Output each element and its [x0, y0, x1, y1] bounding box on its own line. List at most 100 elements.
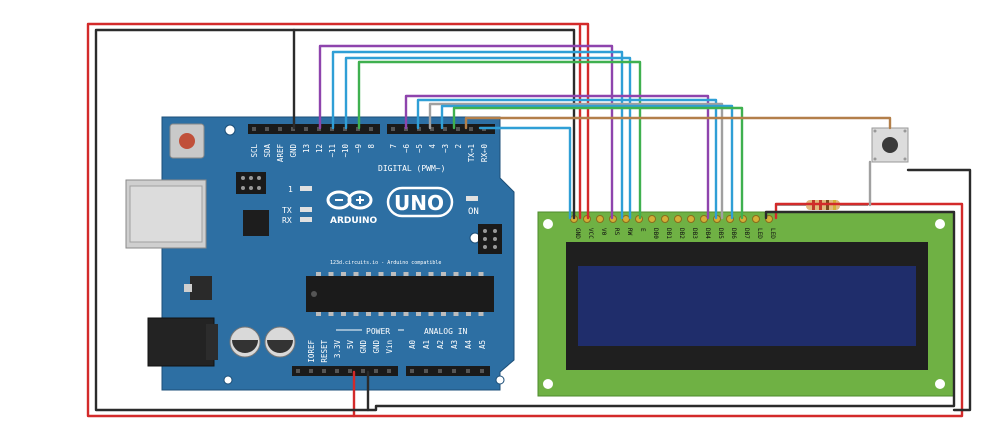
pin-label: 5V [346, 340, 355, 350]
wire-blue-tx [478, 126, 572, 220]
chip-pin [378, 312, 384, 316]
led-l [300, 186, 312, 191]
chip-pin [441, 312, 446, 316]
board-site-text: 123d.circuits.io - Arduino compatible [330, 260, 441, 266]
header-pin [296, 369, 300, 373]
lcd-pin-label: LED [756, 228, 763, 239]
voltage-regulator [190, 276, 212, 300]
led-rx-label: RX [282, 216, 292, 225]
lcd-mounting-hole [543, 379, 553, 389]
header-pin [278, 127, 282, 131]
header-body [406, 366, 490, 376]
pin-label: A0 [408, 340, 417, 350]
icsp-header-right [478, 224, 502, 254]
lcd-pin-label: DB6 [730, 228, 737, 239]
wires [86, 22, 972, 418]
header-pin [417, 127, 421, 131]
lcd-pin-label: V0 [600, 228, 607, 236]
lcd-pin-label: LED [769, 228, 776, 239]
wire-red-5v-lcd [352, 202, 964, 418]
header-pin [410, 369, 414, 373]
mounting-hole [495, 375, 505, 385]
lcd-pin-label: DB0 [652, 228, 659, 239]
pin-label: 12 [315, 144, 324, 153]
pin-label: A4 [464, 340, 473, 350]
uno-model: UNO [394, 191, 444, 215]
chip-pin [353, 272, 359, 276]
chip-pin [316, 272, 321, 276]
chip-pin [453, 272, 459, 276]
chip-pin [391, 272, 396, 276]
header-pin [309, 369, 313, 373]
pin-label: 8 [367, 144, 376, 149]
chip-pin [403, 272, 409, 276]
header-pin [252, 127, 256, 131]
lcd-pin-label: E [639, 228, 646, 232]
lcd-mounting-hole [543, 219, 553, 229]
arduino-logo-icon [326, 190, 373, 210]
wire-black-gnd-lcd [366, 210, 956, 412]
chip-pin [478, 312, 484, 316]
wire-green-db7 [452, 106, 744, 220]
header-pin [356, 127, 360, 131]
voltage-regulator-tab [184, 284, 192, 292]
lcd-pin-label: VCC [587, 228, 594, 239]
led-tx-label: TX [282, 206, 292, 215]
arduino-board: 1 TX RX ON ARDUINO UNO 123d.circuits.io … [125, 116, 515, 391]
pin-label: TX→1 [467, 144, 476, 162]
header-pin [387, 369, 391, 373]
icsp-header-small [236, 172, 266, 194]
lcd-pin [661, 215, 669, 223]
power-jack [147, 317, 215, 367]
pin-label: SCL [250, 144, 259, 158]
power-label: POWER [366, 327, 390, 336]
pin-label: 13 [302, 144, 311, 153]
header-pin [265, 127, 269, 131]
pin-label: 7 [389, 144, 398, 149]
header-pin [361, 369, 365, 373]
wire-black-button [906, 168, 972, 412]
header-pin [322, 369, 326, 373]
pin-label: ~6 [402, 144, 411, 154]
chip-pin [416, 272, 421, 276]
reset-button-cap [179, 133, 195, 149]
lcd-pin-label: DB2 [678, 228, 685, 239]
wire-blue-e [331, 50, 624, 220]
wire-black-gnd [94, 28, 370, 412]
chip-pin [428, 272, 434, 276]
wire-black-gnd-top [292, 28, 576, 220]
chip-pin [366, 272, 371, 276]
pin-label: 3.3V [333, 340, 342, 359]
pin-label: GND [359, 340, 368, 354]
lcd-pin [674, 215, 682, 223]
header-pin [304, 127, 308, 131]
chip-pin [328, 312, 334, 316]
header-pin [456, 127, 460, 131]
header-pin [374, 369, 378, 373]
chip-pin [441, 272, 446, 276]
header-pin [335, 369, 339, 373]
push-button[interactable] [871, 127, 909, 163]
pin-label: ~11 [328, 144, 337, 158]
pin-label: A3 [450, 340, 459, 349]
pin-label: GND [372, 340, 381, 354]
chip-pin [403, 312, 409, 316]
lcd-pin-label: RS [613, 228, 620, 236]
pin-label: ~3 [441, 144, 450, 153]
capacitor [229, 326, 261, 358]
header-pin [291, 127, 295, 131]
pin-label: A1 [422, 340, 431, 349]
chip-pin [453, 312, 459, 316]
pin-label: ~5 [415, 144, 424, 153]
header-pin [424, 369, 428, 373]
lcd-pin-label: DB4 [704, 228, 711, 239]
mounting-hole [223, 375, 233, 385]
header-pin [348, 369, 352, 373]
wire-purple-db4 [404, 94, 710, 220]
header-body [292, 366, 398, 376]
lcd-pin [752, 215, 760, 223]
